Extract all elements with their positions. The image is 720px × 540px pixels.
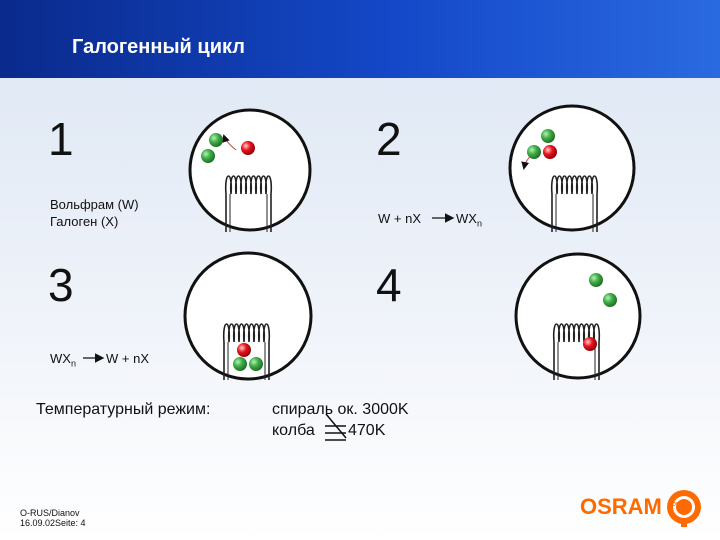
reaction-3-products: W + nX	[106, 351, 149, 366]
bulb-glass	[183, 251, 313, 381]
halogen-atom	[603, 293, 617, 307]
panel-number-1: 1	[48, 113, 74, 165]
reaction-2-product: WXn	[456, 211, 482, 229]
legend-tungsten: Вольфрам (W)	[50, 197, 139, 212]
halogen-atom	[233, 357, 247, 371]
legend-halogen: Галоген (X)	[50, 214, 119, 229]
temperature-filament: спираль ок. 3000K	[272, 401, 409, 418]
panel-number-2: 2	[376, 113, 402, 165]
bulb-diagram-4	[514, 252, 642, 380]
temperature-label: Температурный режим:	[36, 401, 211, 418]
footer-author: O-RUS/Dianov	[20, 508, 80, 518]
title-bar: Галогенный цикл	[0, 0, 720, 78]
halogen-atom	[209, 133, 223, 147]
filament-coil	[550, 175, 599, 232]
halogen-atom	[527, 145, 541, 159]
brand-wordmark: OSRAM	[580, 494, 662, 519]
filament-coil	[222, 323, 271, 380]
osram-logo-icon	[667, 490, 701, 527]
temperature-bulb-value: 470K	[348, 422, 386, 439]
equivalence-mark	[325, 413, 347, 441]
panel-number-4: 4	[376, 259, 402, 311]
bulb-diagram-1	[188, 108, 312, 232]
tungsten-atom	[583, 337, 597, 351]
motion-arrow	[222, 134, 237, 151]
reaction-2-reactants: W + nX	[378, 211, 421, 226]
halogen-atom	[201, 149, 215, 163]
filament-coil	[224, 175, 273, 232]
bulb-glass	[188, 108, 312, 232]
reaction-3-reactant: WXn	[50, 351, 76, 369]
bulb-glass	[514, 252, 642, 380]
halogen-atom	[589, 273, 603, 287]
temperature-bulb-prefix: колба	[272, 422, 315, 439]
bulb-glass	[508, 104, 636, 232]
tungsten-atom	[241, 141, 255, 155]
filament-coil	[552, 323, 601, 380]
tungsten-atom	[543, 145, 557, 159]
brand-badge-text: OSRAM	[672, 502, 691, 508]
halogen-atom	[541, 129, 555, 143]
bulb-diagram-3	[183, 251, 313, 381]
page-title: Галогенный цикл	[72, 36, 245, 58]
halogen-atom	[249, 357, 263, 371]
bulb-diagram-2	[508, 104, 636, 232]
footer-date-page: 16.09.02Seite: 4	[20, 518, 86, 528]
tungsten-atom	[237, 343, 251, 357]
panel-number-3: 3	[48, 259, 74, 311]
